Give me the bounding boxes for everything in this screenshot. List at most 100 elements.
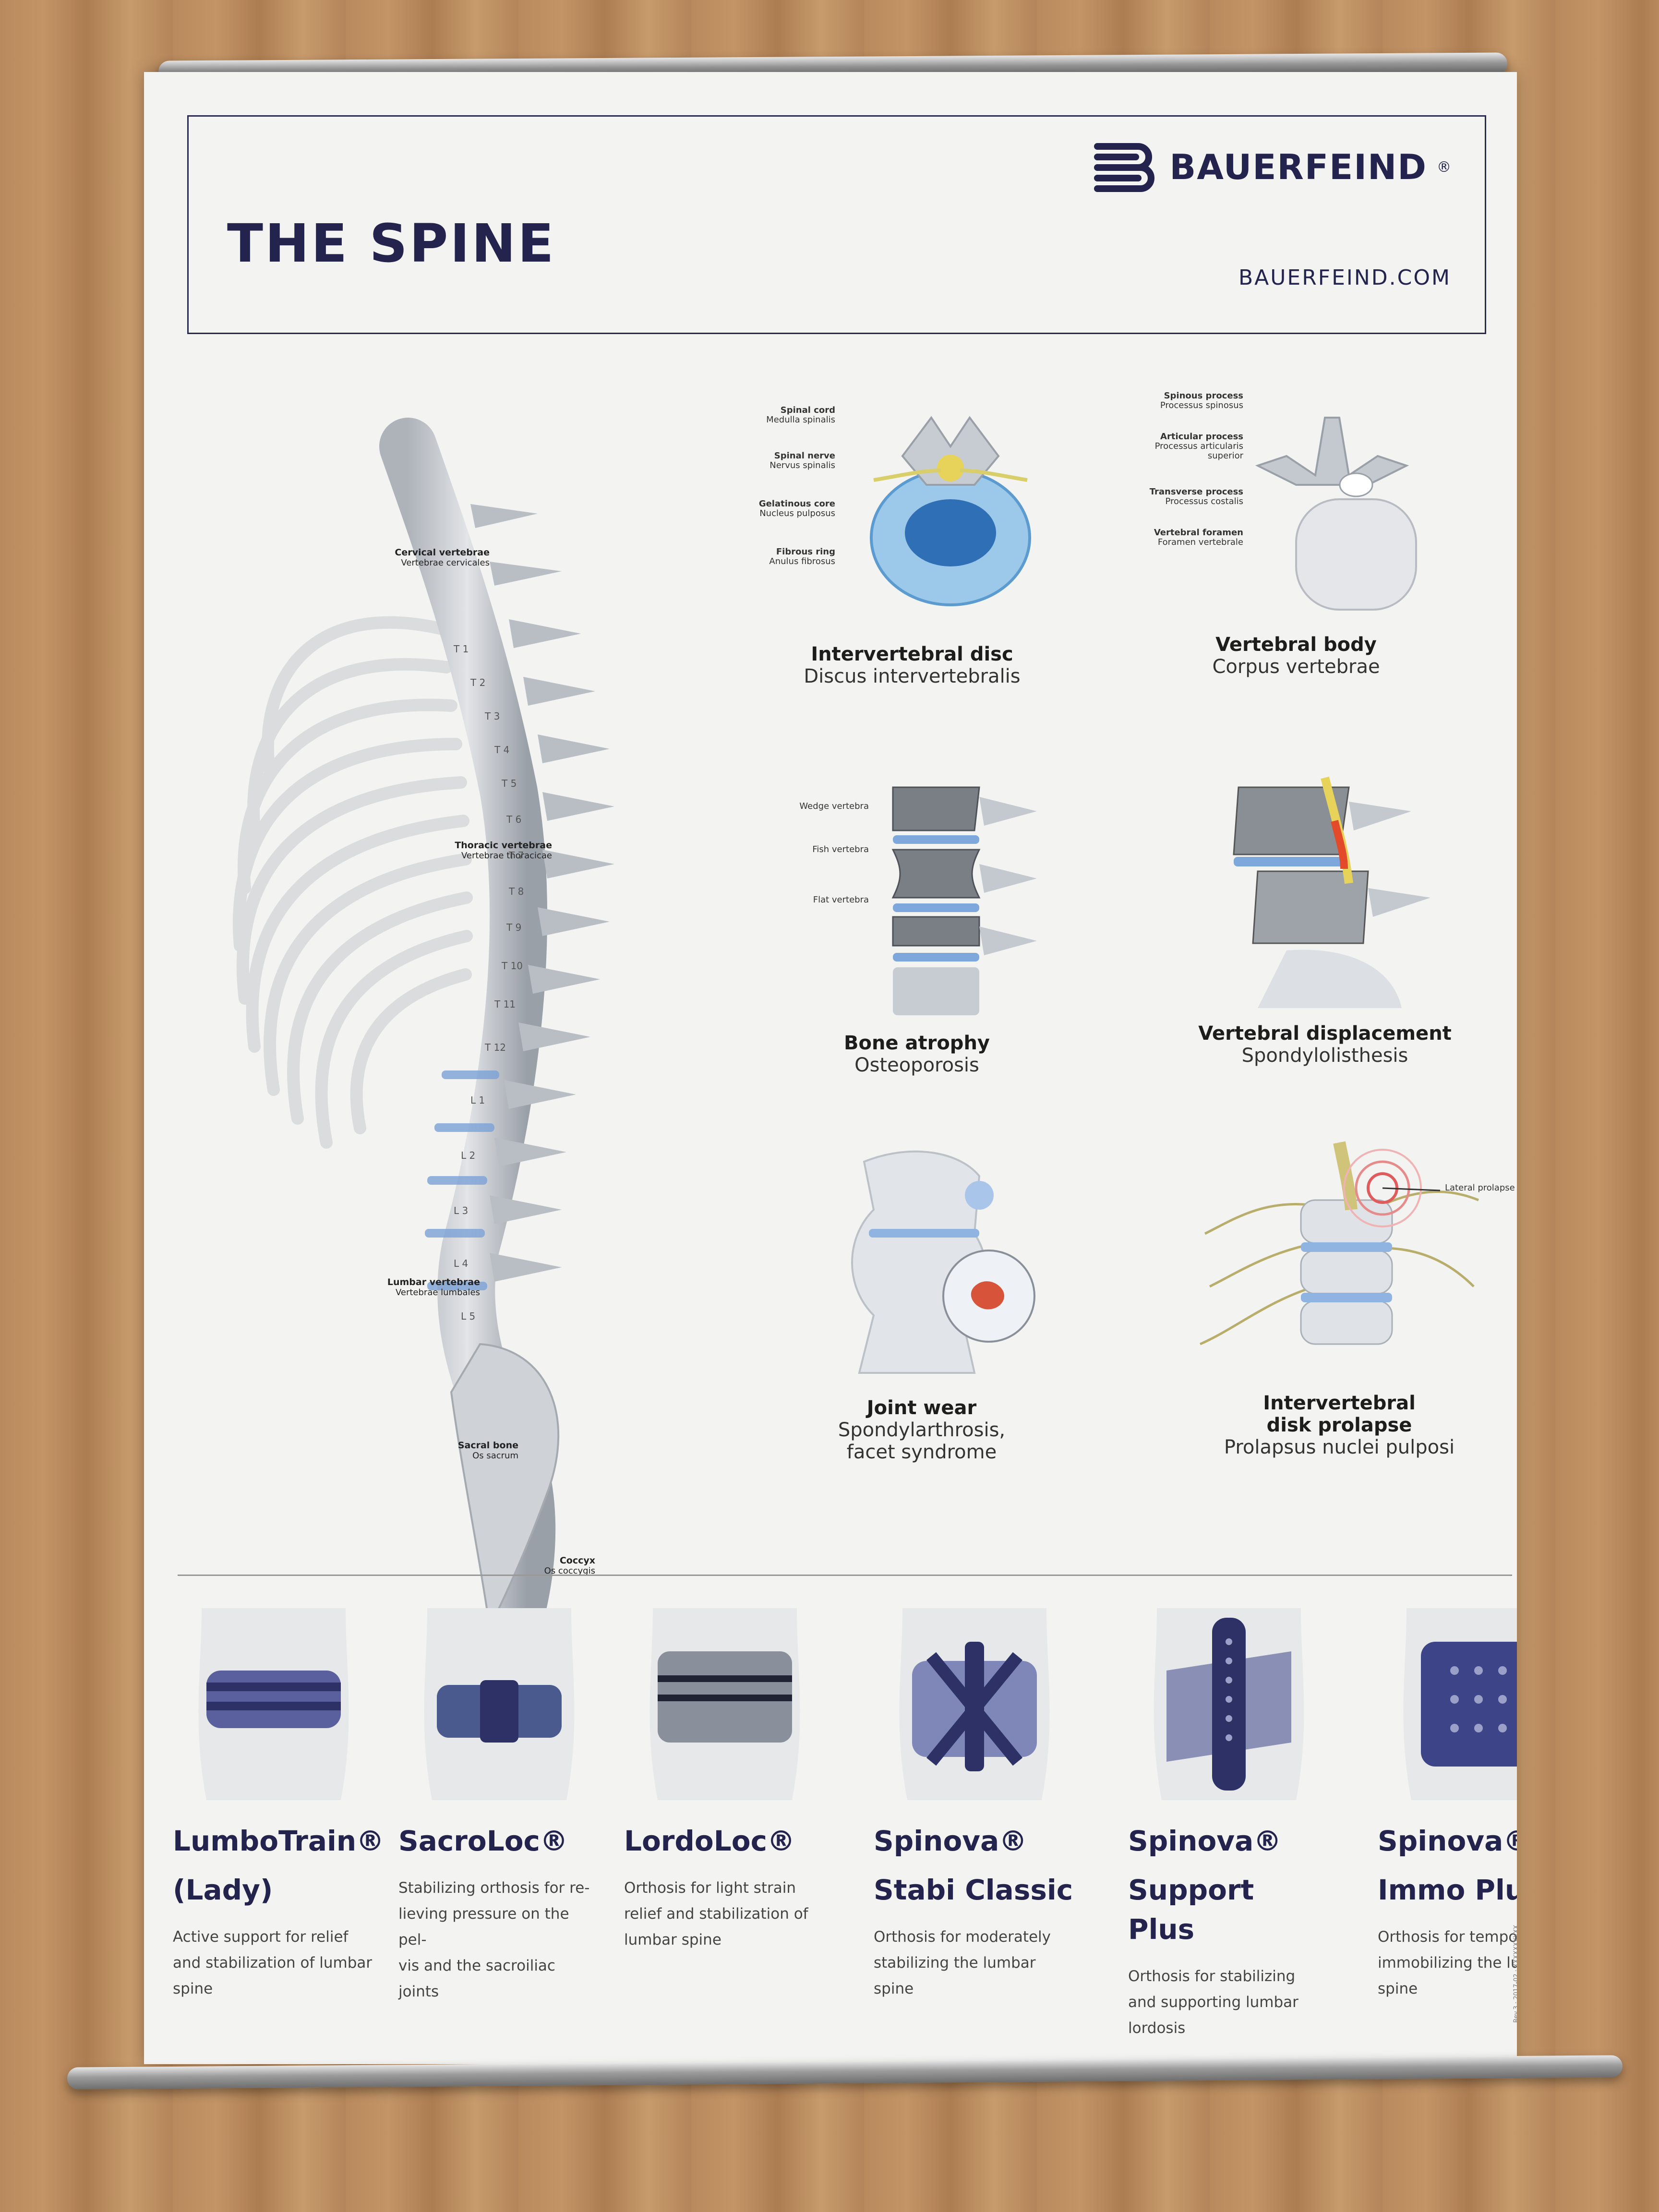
panel-subtitle-line-1: Spondylarthrosis, [838, 1419, 1006, 1441]
vertebra-tag: T 4 [494, 744, 510, 756]
osteoporosis-spine-icon [891, 786, 1037, 1015]
callout-lateral-prolapse: Lateral prolapse [1445, 1183, 1515, 1193]
product-name-line-1: Spinova® [1128, 1825, 1282, 1857]
panel-vertebral-displacement: Vertebral displacement Spondylolisthesis [1142, 758, 1507, 1067]
vertebra-tag: L 4 [454, 1258, 469, 1269]
vertebra-tag: T 8 [509, 886, 524, 897]
panel-title-line-1: Intervertebral [1263, 1392, 1416, 1414]
vertebra-tag: T 9 [506, 922, 522, 933]
callout-wedge-vertebra: Wedge vertebra [799, 801, 869, 811]
product-spinova-support-plus: Spinova® Support Plus Orthosis for stabi… [1128, 1599, 1330, 2041]
product-description: Orthosis for temporarilyimmobilizing the… [1378, 1928, 1517, 1997]
vertebra-tag: T 1 [454, 643, 469, 655]
spine-skeleton-icon [233, 418, 614, 1656]
product-name-line-2: Support Plus [1128, 1874, 1254, 1946]
product-lumbotrain: LumboTrain® (Lady) Active support for re… [173, 1599, 385, 2002]
product-description: Stabilizing orthosis for re-lieving pres… [398, 1879, 590, 2000]
panel-subtitle: Prolapsus nuclei pulposi [1224, 1436, 1455, 1458]
product-spinova-stabi-classic: Spinova® Stabi Classic Orthosis for mode… [874, 1599, 1075, 2002]
spine-poster: THE SPINE BAUERFEIND ® BAUERFEIND.COM [144, 72, 1517, 2064]
product-name-line-1: SacroLoc® [398, 1825, 568, 1857]
brand-name: BAUERFEIND [1169, 147, 1427, 187]
vertebra-tag: T 5 [502, 778, 517, 789]
callout-flat-vertebra: Flat vertebra [813, 895, 869, 905]
callout-fish-vertebra: Fish vertebra [812, 844, 869, 854]
vertebra-tag: L 1 [470, 1094, 485, 1106]
panel-joint-wear: Joint wear Spondylarthrosis, facet syndr… [739, 1133, 1104, 1463]
panel-title: Joint wear [866, 1397, 977, 1419]
brand-logo: BAUERFEIND ® [1093, 141, 1451, 193]
vertebra-tag: T 7 [509, 850, 524, 861]
section-divider [178, 1575, 1512, 1576]
spinova-stabi-classic-brace-icon [899, 1608, 1050, 1800]
panel-title: Bone atrophy [843, 1032, 990, 1054]
sacroloc-brace-icon [424, 1608, 575, 1800]
vertebra-tag: T 3 [485, 710, 500, 722]
vertebra-tag: L 3 [454, 1205, 469, 1216]
product-name-line-1: Spinova® [1378, 1825, 1517, 1857]
product-name-line-2: (Lady) [173, 1874, 273, 1906]
product-name-line-1: LordoLoc® [624, 1825, 795, 1857]
panel-subtitle: Corpus vertebrae [1212, 656, 1380, 678]
spondylolisthesis-icon [1233, 776, 1431, 1008]
product-name-line-2: Stabi Classic [874, 1874, 1073, 1906]
vertebra-tag: T 10 [502, 960, 523, 972]
poster-title: THE SPINE [227, 213, 556, 274]
panel-subtitle-line-2: facet syndrome [846, 1441, 997, 1463]
lordoloc-brace-icon [649, 1608, 800, 1800]
lumbotrain-brace-icon [198, 1608, 349, 1800]
product-spinova-immo-plus: Spinova® Immo Plus Orthosis for temporar… [1378, 1599, 1517, 2002]
vertebra-tag: L 2 [461, 1150, 476, 1161]
disk-prolapse-icon [1200, 1141, 1479, 1346]
poster-header: THE SPINE BAUERFEIND ® BAUERFEIND.COM [187, 115, 1486, 334]
panel-title: Vertebral displacement [1198, 1022, 1452, 1045]
panel-title: Intervertebral disc [811, 643, 1013, 665]
vertebra-tag: L 5 [461, 1310, 476, 1322]
panel-subtitle: Spondylolisthesis [1241, 1045, 1408, 1067]
spinova-support-plus-brace-icon [1154, 1608, 1304, 1800]
print-reference: Rev.3 · 2017-02 · XXXXXXXXXX [1513, 1925, 1517, 2023]
spinova-immo-plus-brace-icon [1403, 1608, 1517, 1800]
intervertebral-disc-icon [870, 416, 1031, 606]
panel-subtitle: Osteoporosis [854, 1054, 979, 1076]
product-name-line-1: Spinova® [874, 1825, 1027, 1857]
panel-bone-atrophy: Wedge vertebra Fish vertebra Flat verteb… [734, 768, 1099, 1076]
panel-title: Vertebral body [1215, 634, 1377, 656]
website-url: BAUERFEIND.COM [1238, 265, 1451, 290]
vertebral-body-icon [1255, 417, 1417, 611]
product-sacroloc: SacroLoc® Stabilizing orthosis for re-li… [398, 1599, 600, 2005]
brand-registered-mark: ® [1437, 158, 1451, 176]
vertebra-tag: T 11 [494, 998, 516, 1010]
product-name-line-1: LumboTrain® [173, 1825, 385, 1857]
panel-disk-prolapse: Lateral prolapse Intervertebral disk pro… [1157, 1128, 1517, 1458]
panel-title-line-2: disk prolapse [1266, 1414, 1412, 1436]
vertebra-tag: T 2 [470, 677, 486, 688]
facet-joint-wear-icon [851, 1150, 1035, 1374]
bauerfeind-logo-icon [1094, 143, 1155, 192]
panel-subtitle: Discus intervertebralis [804, 665, 1021, 687]
product-name-line-2: Immo Plus [1378, 1874, 1517, 1906]
vertebra-tag: T 6 [506, 814, 522, 825]
vertebra-tag: T 12 [485, 1042, 506, 1053]
